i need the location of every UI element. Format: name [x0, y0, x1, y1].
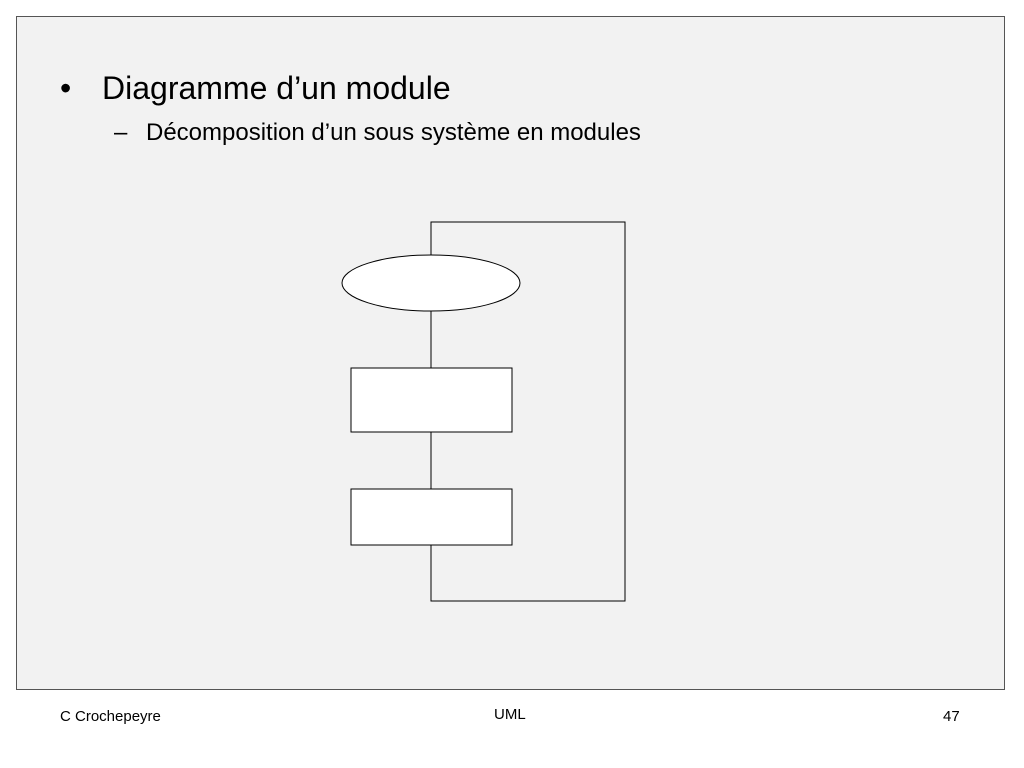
- sub-bullet-item: –Décomposition d’un sous système en modu…: [114, 117, 641, 149]
- module-box-1: [350, 367, 513, 433]
- bullet-marker: •: [60, 70, 72, 106]
- bullet-item: • Diagramme d’un module: [60, 68, 451, 108]
- footer-author: C Crochepeyre: [60, 708, 161, 725]
- sub-bullet-marker: –: [114, 119, 128, 146]
- module-box-2: [350, 488, 513, 546]
- footer-title: UML: [494, 706, 526, 723]
- enclosing-connector-line: [430, 221, 626, 602]
- slide-content-frame: [16, 16, 1005, 690]
- bullet-text: Diagramme d’un module: [102, 70, 451, 106]
- sub-bullet-text: Décomposition d’un sous système en modul…: [146, 119, 641, 146]
- module-ellipse: [341, 254, 521, 312]
- footer-page-number: 47: [943, 708, 960, 725]
